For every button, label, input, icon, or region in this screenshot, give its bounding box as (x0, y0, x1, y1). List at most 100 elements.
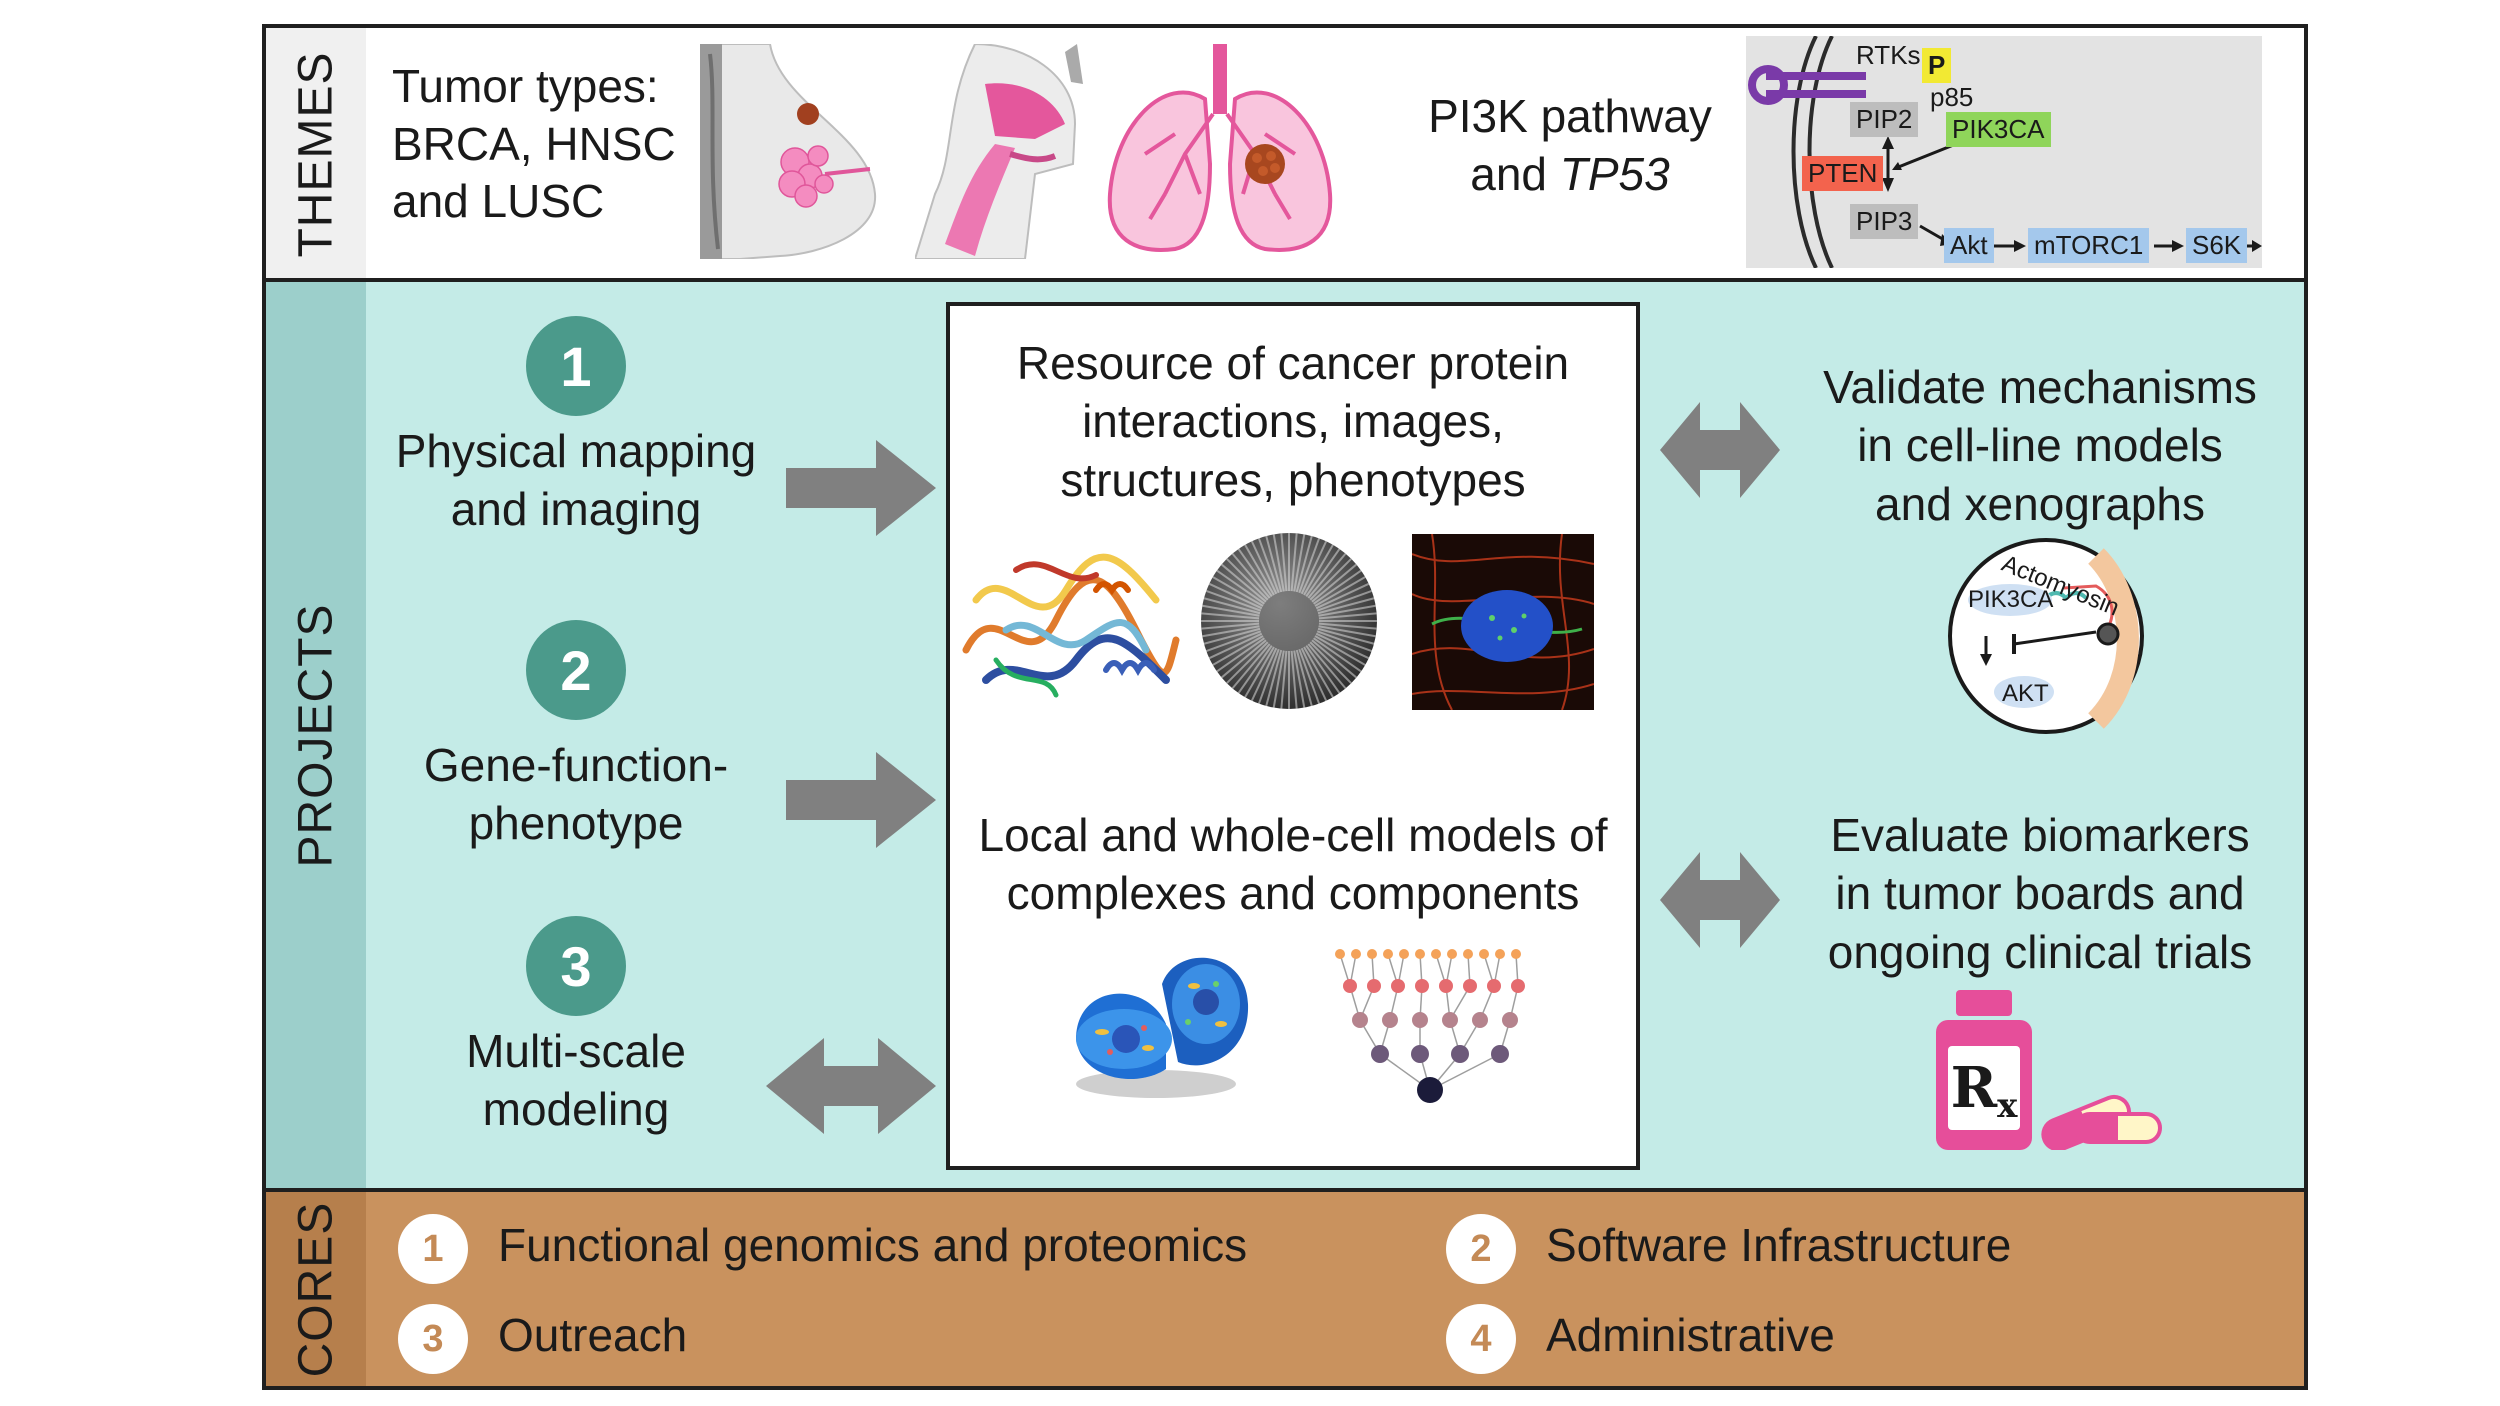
core-1-badge: 1 (398, 1214, 468, 1284)
resource-bottom-text: Local and whole-cell models of complexes… (956, 806, 1630, 923)
core-2-badge: 2 (1446, 1214, 1516, 1284)
particle-spike (1317, 597, 1375, 615)
particle-spike (1212, 576, 1264, 607)
particle-spike (1231, 552, 1271, 599)
particle-spike (1307, 643, 1347, 690)
particle-spike (1303, 544, 1334, 596)
resource-top-line-1: Resource of cancer protein (1016, 337, 1570, 389)
particle-spike (1201, 622, 1260, 630)
particle-spike (1309, 641, 1352, 684)
particle-spike (1208, 632, 1263, 660)
core-1-text: Functional genomics and proteomics (498, 1219, 1248, 1271)
particle-spike (1311, 639, 1358, 679)
network-node (1511, 979, 1525, 993)
resource-box (946, 302, 1640, 1170)
project-2-line-2: phenotype (468, 797, 684, 850)
pathway-pip3: PIP3 (1850, 204, 1919, 239)
particle-spike (1298, 648, 1321, 705)
particle-spike (1220, 563, 1267, 603)
lung-tumor (1245, 144, 1285, 184)
spiky-particle-image (1201, 533, 1377, 709)
network-node (1371, 1045, 1389, 1063)
particle-spike (1226, 641, 1269, 684)
resource-top-line-2: interactions, images, (1082, 395, 1504, 448)
pathway-rtks: RTKs (1856, 40, 1921, 70)
rx-bottle-label: Rx (1948, 1046, 2020, 1130)
pathway-akt: Akt (1944, 228, 1994, 263)
network-node (1447, 949, 1457, 959)
particle-spike (1250, 647, 1278, 702)
particle-spike (1295, 535, 1313, 593)
network-node (1451, 1045, 1469, 1063)
evaluate-line-3: ongoing clinical trials (1827, 925, 2253, 978)
core-4-badge: 4 (1446, 1304, 1516, 1374)
network-node (1463, 979, 1477, 993)
tumor-types-line-2: BRCA, HNSC (392, 117, 676, 170)
particle-spike (1309, 558, 1352, 601)
validate-text: Validate mechanisms in cell-line models … (1780, 358, 2300, 533)
lungs-illustration (1107, 44, 1333, 252)
network-node (1417, 1077, 1443, 1103)
network-node (1495, 949, 1505, 959)
validate-line-3: and xenographs (1875, 477, 2205, 530)
particle-spike (1250, 540, 1278, 595)
tumor-types-line-3: and LUSC (392, 175, 605, 227)
whole-cell-model-image (1076, 957, 1249, 1098)
project-2-text: Gene-function- phenotype (366, 736, 786, 853)
project-3-badge: 3 (526, 916, 626, 1016)
particle-spike (1313, 637, 1362, 673)
network-node (1391, 979, 1405, 993)
particle-spike (1316, 630, 1373, 653)
rx-symbol: R (1950, 1055, 1998, 1121)
particle-spike (1257, 648, 1280, 705)
particle-spike (1295, 649, 1313, 707)
particle-spike (1314, 635, 1366, 666)
particle-spike (1265, 535, 1283, 593)
cell-label-pik3ca: PIK3CA (1968, 586, 2054, 613)
particle-spike (1313, 569, 1362, 605)
pathway-pik3ca: PIK3CA (1946, 112, 2051, 147)
pathway-pten: PTEN (1802, 156, 1884, 191)
network-node (1343, 979, 1357, 993)
pathway-p: P (1922, 48, 1952, 83)
particle-spike (1290, 533, 1298, 592)
network-node (1415, 949, 1425, 959)
cell-nucleus (1461, 590, 1553, 662)
microscopy-image (1412, 534, 1594, 710)
particle-spike (1212, 635, 1264, 666)
particle-spike (1303, 646, 1334, 698)
project-1-text: Physical mapping and imaging (366, 422, 786, 539)
hierarchy-model-image (1335, 949, 1525, 1103)
network-node (1472, 1012, 1488, 1028)
network-node (1487, 979, 1501, 993)
particle-spike (1216, 637, 1265, 673)
network-node (1411, 1045, 1429, 1063)
project-3-text: Multi-scale modeling (366, 1022, 786, 1139)
cell-signaling-diagram: Actomyosin PIK3CA AKT (1946, 536, 2150, 736)
tumor-types-text: Tumor types: BRCA, HNSC and LUSC (392, 58, 722, 231)
particle-spike (1226, 558, 1269, 601)
particle-spike (1317, 627, 1375, 645)
particle-spike (1216, 569, 1265, 605)
particle-spike (1314, 576, 1366, 607)
project-1-line-1: Physical mapping (395, 425, 757, 477)
particle-spike (1231, 643, 1271, 690)
project-2-line-1: Gene-function- (423, 739, 729, 791)
particle-spike (1202, 625, 1260, 638)
particle-spike (1300, 540, 1328, 595)
pathway-pip2: PIP2 (1850, 102, 1919, 137)
particle-spike (1208, 582, 1263, 610)
pathway-and: and (1470, 147, 1560, 200)
particle-spike (1305, 645, 1341, 694)
particle-spike (1315, 582, 1370, 610)
particle-spike (1272, 650, 1285, 708)
particle-spike (1293, 650, 1306, 708)
network-node (1412, 1012, 1428, 1028)
particle-spike (1293, 534, 1306, 592)
project-2-badge: 2 (526, 620, 626, 720)
particle-spike (1300, 647, 1328, 702)
core-4-text: Administrative (1546, 1309, 1835, 1361)
project-3-line-1: Multi-scale (466, 1025, 686, 1077)
projects-label-strip: PROJECTS (266, 282, 366, 1188)
resource-bottom-line-1: Local and whole-cell models of (978, 809, 1608, 861)
